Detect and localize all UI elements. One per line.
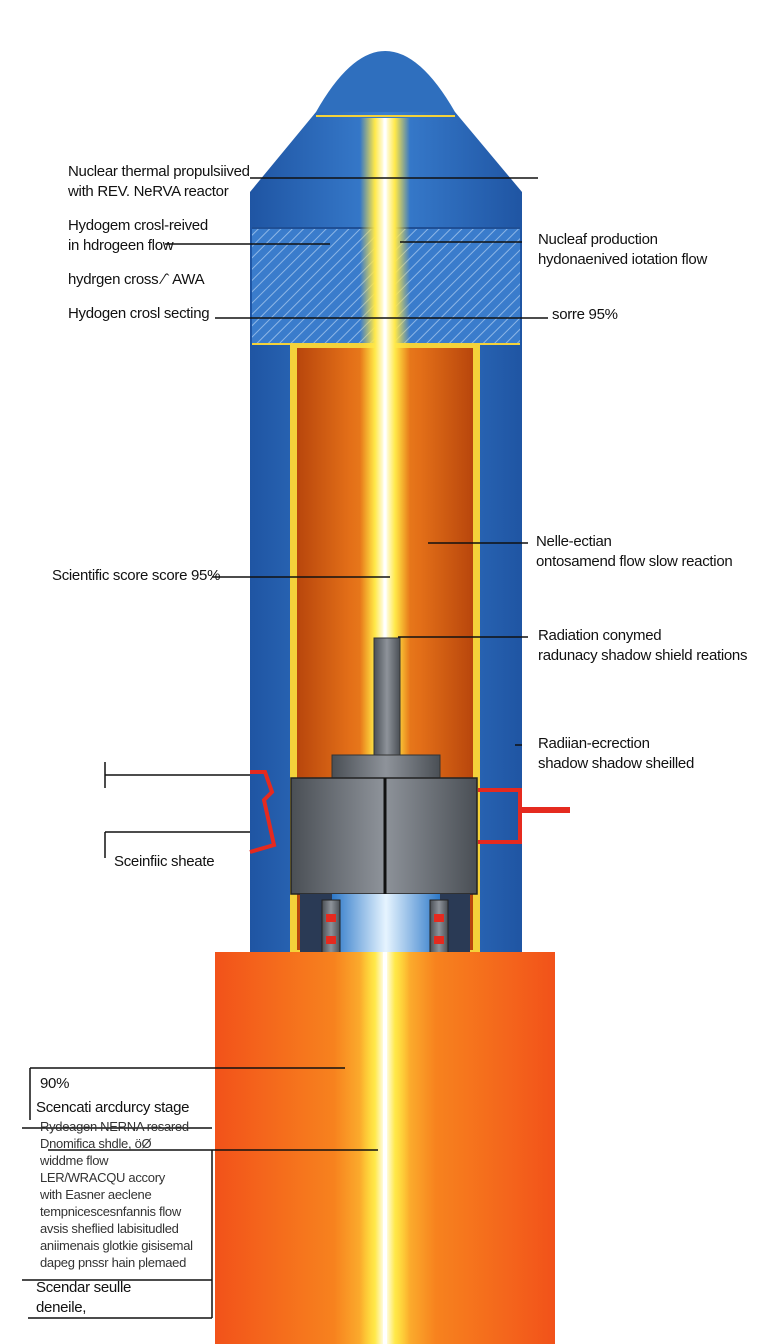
note-line: avsis sheflied labisitudled — [40, 1221, 179, 1236]
leader-lines — [22, 177, 548, 1319]
note-line: dapeg pnssr hain plemaed — [40, 1255, 187, 1270]
label-line: radunacy shadow shield reations — [538, 647, 748, 664]
label-line: ontosamend flow slow reaction — [536, 553, 733, 570]
label-line: Nuclear thermal propulsiived — [68, 163, 250, 180]
note-line: LER/WRACQU accory — [40, 1170, 165, 1185]
label-nuclear-thermal: Nuclear thermal propulsiived with REV. N… — [68, 162, 250, 202]
label-scientific-score: Scientific score score 95% — [52, 566, 220, 586]
nose-cone — [316, 51, 455, 112]
label-line: in hdrogeen flow — [68, 237, 174, 254]
label-line: Scientific score score 95% — [52, 567, 221, 584]
note-line: widdme flow — [40, 1153, 109, 1168]
rod-collar — [331, 754, 441, 781]
red-bracket-left — [249, 770, 277, 854]
note-line: aniimenais glotkie gisisemal — [40, 1238, 193, 1253]
label-line: 90% — [40, 1075, 70, 1092]
stage-notes-body: Rydeagen NERNA resared Dnomifica shdle, … — [40, 1118, 193, 1271]
label-scientific-sheate: Sceinfiic sheate — [114, 852, 215, 872]
note-line: Scendar seulle — [36, 1279, 132, 1296]
stage-notes-footer: Scendar seulle deneile, — [36, 1278, 131, 1318]
note-line: deneile, — [36, 1299, 87, 1316]
label-hydrogen-aa: hydrgen cross ⁄ˆ AWA — [68, 270, 205, 290]
label-line: Hydogen crosl secting — [68, 305, 210, 322]
label-hydrogen-cross: Hydogem crosl-reived in hdrogeen flow — [68, 216, 208, 256]
note-line: tempnicescesnfannis flow — [40, 1204, 181, 1219]
label-line: sorre 95% — [552, 306, 618, 323]
label-90-percent: 90% — [40, 1074, 69, 1094]
stage-notes: Scencati arcdurcy stage — [36, 1098, 189, 1118]
label-line: shadow shadow sheilled — [538, 755, 695, 772]
label-line: Hydogem crosl-reived — [68, 217, 208, 234]
label-line: hydrgen cross ⁄ˆ AWA — [68, 271, 205, 288]
label-line: Radiian-ecrection — [538, 735, 650, 752]
note-line: Scencati arcdurcy stage — [36, 1099, 190, 1116]
note-line: Dnomifica shdle, öØ — [40, 1136, 152, 1151]
label-line: Radiation conymed — [538, 627, 662, 644]
label-nelle-ection: Nelle-ectian ontosamend flow slow reacti… — [536, 532, 733, 572]
label-nuclear-production: Nucleaf product­ion hydonaenived iotatio… — [538, 230, 707, 270]
label-line: Sceinfiic sheate — [114, 853, 215, 870]
label-line: hydonaenived iotation flow — [538, 251, 707, 268]
label-score-right: sorre 95% — [552, 305, 618, 325]
note-line: with Easner aeclene — [40, 1187, 152, 1202]
label-line: Nucleaf product­ion — [538, 231, 658, 248]
label-hydrogen-section: Hydogen crosl secting — [68, 304, 210, 324]
label-line: Nelle-ectian — [536, 533, 612, 550]
control-rod — [373, 637, 401, 759]
label-radiation: Radiation conymed radunacy shadow shield… — [538, 626, 747, 666]
note-line: Rydeagen NERNA resared — [40, 1119, 189, 1134]
label-radiation-shield: Radiian-ecrection shadow shadow sheilled — [538, 734, 694, 774]
label-line: with REV. NeRVA reactor — [68, 183, 229, 200]
red-bracket-right — [478, 788, 522, 844]
